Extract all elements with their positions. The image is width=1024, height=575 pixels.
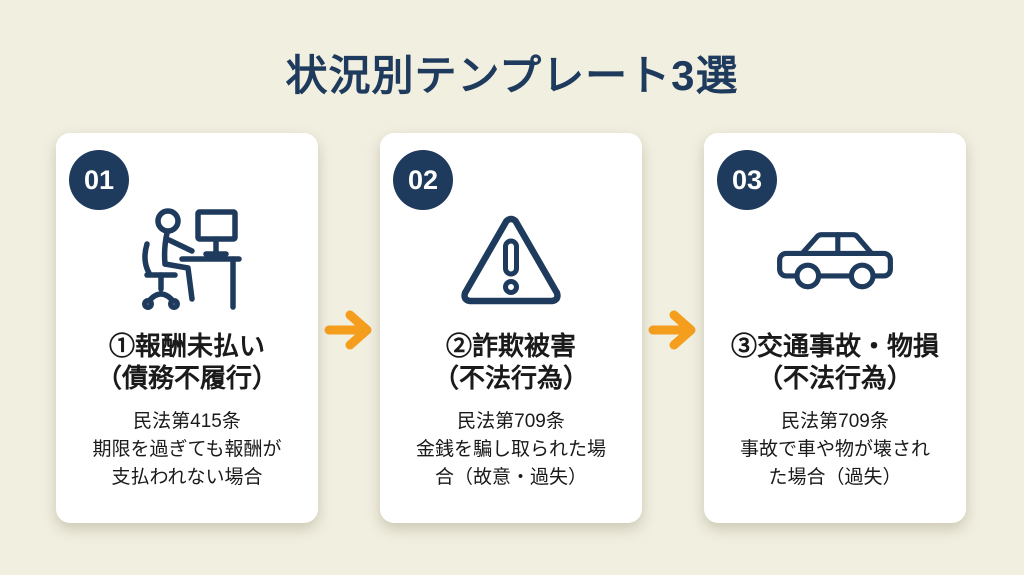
card-heading-line: （不法行為） (756, 362, 913, 393)
card-heading: ②詐欺被害 （不法行為） (380, 331, 642, 394)
card-body-line: 支払われない場合 (111, 466, 263, 488)
card-heading-line: （債務不履行） (95, 362, 278, 393)
number-badge: 03 (717, 150, 777, 210)
card-traffic-accident: 03 ③交通事故・物損 （不法行為） 民法第709条 事故で車や物が壊され た場… (704, 133, 966, 523)
card-body-line: 事故で車や物が壊され (739, 438, 930, 460)
card-body: 民法第709条 事故で車や物が壊され た場合（過失） (704, 408, 966, 492)
card-heading-line: ①報酬未払い (108, 331, 265, 361)
card-body: 民法第415条 期限を過ぎても報酬が 支払われない場合 (56, 408, 318, 492)
card-body-line: 合（故意・過失） (434, 466, 587, 488)
arrow-right-icon (318, 307, 380, 353)
badge-number: 03 (731, 164, 763, 195)
card-body-line: 期限を過ぎても報酬が (92, 438, 282, 460)
card-fraud-damage: 02 ②詐欺被害 （不法行為） 民法第709条 金銭を騙し取られた場 合（故意・… (380, 133, 642, 523)
arrow-right-icon (642, 307, 704, 353)
number-badge: 01 (69, 150, 129, 210)
card-body-line: た場合（過失） (768, 466, 902, 488)
card-heading-line: ③交通事故・物損 (730, 331, 939, 361)
card-body: 民法第709条 金銭を騙し取られた場 合（故意・過失） (380, 408, 642, 492)
cards-row: 01 ①報酬未払い （債務不履行） (56, 133, 966, 523)
card-body-line: 民法第709条 (457, 411, 565, 432)
card-body-line: 金銭を騙し取られた場 (415, 438, 606, 460)
card-heading: ①報酬未払い （債務不履行） (56, 331, 318, 394)
car-icon (704, 191, 966, 329)
card-heading-line: ②詐欺被害 (445, 331, 576, 361)
page-title: 状況別テンプレート3選 (285, 52, 739, 99)
badge-number: 01 (83, 164, 115, 195)
card-body-line: 民法第709条 (781, 411, 889, 432)
warning-triangle-icon (380, 191, 642, 329)
person-at-desk-icon (56, 191, 318, 329)
card-heading: ③交通事故・物損 （不法行為） (704, 331, 966, 394)
card-body-line: 民法第415条 (133, 411, 241, 432)
card-unpaid-compensation: 01 ①報酬未払い （債務不履行） (56, 133, 318, 523)
badge-number: 02 (407, 164, 439, 195)
card-heading-line: （不法行為） (432, 362, 589, 393)
number-badge: 02 (393, 150, 453, 210)
